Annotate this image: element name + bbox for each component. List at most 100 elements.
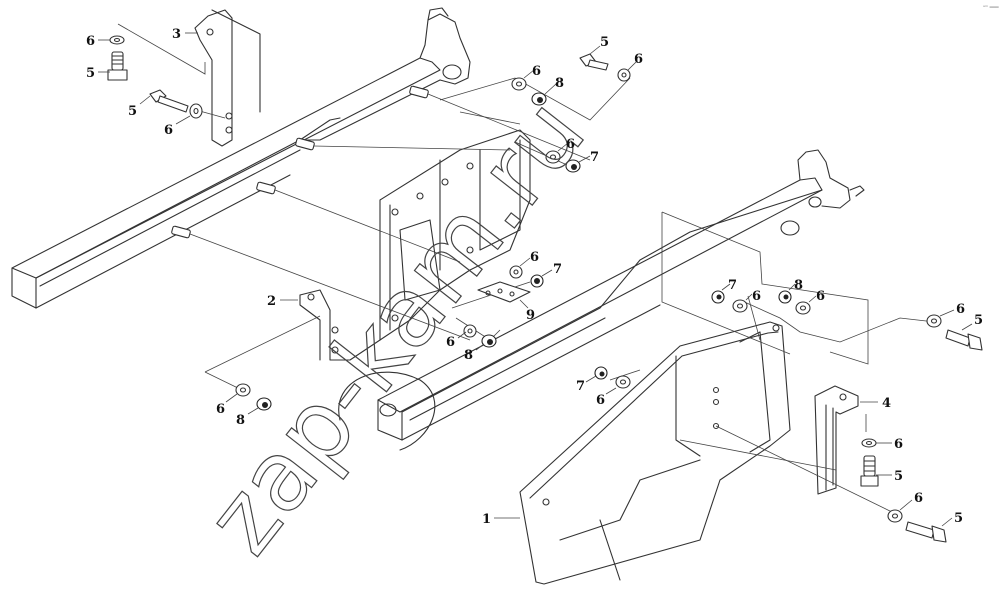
svg-text:5: 5: [600, 35, 609, 50]
washer: [615, 375, 631, 389]
bolt: [149, 89, 167, 103]
svg-text:5: 5: [974, 313, 983, 328]
bracket-4: [814, 385, 859, 495]
svg-text:6: 6: [634, 52, 643, 67]
clip-9: [477, 281, 531, 303]
svg-text:2: 2: [267, 294, 276, 309]
callout: 6: [808, 289, 825, 304]
svg-text:7: 7: [553, 262, 562, 277]
svg-text:1: 1: [482, 512, 491, 527]
callout: 6: [519, 250, 539, 267]
washer: [861, 438, 877, 448]
washer: [926, 314, 942, 328]
svg-text:6: 6: [446, 335, 455, 350]
callout: 7: [541, 262, 562, 277]
bolt: [111, 51, 124, 71]
washer: [732, 299, 748, 313]
svg-text:8: 8: [555, 76, 564, 91]
stud: [256, 181, 461, 263]
callout: 2: [267, 294, 298, 309]
svg-text:5: 5: [954, 511, 963, 526]
svg-text:8: 8: [236, 413, 245, 428]
washer: [511, 77, 527, 91]
svg-text:5: 5: [894, 469, 903, 484]
callout: 6: [899, 491, 923, 511]
callout: 5: [876, 469, 903, 484]
callout: 7: [578, 150, 599, 165]
callout: 6: [745, 289, 761, 304]
stud: [409, 85, 591, 161]
callout: 5: [961, 313, 983, 331]
svg-text:6: 6: [532, 64, 541, 79]
svg-text:6: 6: [216, 402, 225, 417]
washer: [795, 301, 811, 315]
svg-text:6: 6: [752, 289, 761, 304]
svg-text:3: 3: [172, 27, 181, 42]
bracket-plate-2: [299, 129, 531, 361]
callout: 7: [576, 375, 597, 394]
svg-text:7: 7: [728, 278, 737, 293]
hardware: [107, 35, 983, 543]
frame-rail-right: [338, 149, 865, 451]
svg-text:6: 6: [596, 393, 605, 408]
callout: 8: [464, 343, 485, 363]
washer: [235, 383, 251, 397]
svg-text:6: 6: [566, 137, 575, 152]
bolt: [945, 329, 971, 347]
washer: [109, 35, 125, 45]
svg-text:6: 6: [164, 123, 173, 138]
stud: [295, 137, 511, 151]
svg-text:6: 6: [956, 302, 965, 317]
svg-text:6: 6: [530, 250, 539, 265]
stud: [171, 225, 471, 341]
svg-text:5: 5: [86, 66, 95, 81]
washer: [463, 324, 477, 338]
callout: 8: [236, 407, 259, 428]
washer: [545, 150, 561, 164]
callout: 6: [876, 437, 903, 452]
washer: [189, 103, 203, 119]
callout: 6: [939, 302, 965, 317]
callout: 6: [446, 331, 467, 350]
svg-text:6: 6: [894, 437, 903, 452]
callout: 5: [128, 95, 151, 119]
callout: 4: [860, 396, 891, 411]
svg-text:6: 6: [914, 491, 923, 506]
svg-text:4: 4: [882, 396, 891, 411]
callout: 6: [596, 387, 617, 408]
corner-mark: ᵃᵐ ═══: [983, 5, 1000, 11]
callout: 6: [164, 115, 191, 138]
bolt: [905, 521, 935, 539]
callout: 1: [482, 512, 520, 527]
callout: 6: [557, 137, 575, 152]
svg-text:8: 8: [794, 278, 803, 293]
callout: 8: [544, 76, 564, 95]
washer: [617, 68, 631, 82]
svg-text:6: 6: [816, 289, 825, 304]
callout: 6: [523, 64, 541, 79]
callout: 3: [172, 27, 198, 42]
svg-text:7: 7: [576, 379, 585, 394]
svg-text:8: 8: [464, 348, 473, 363]
svg-text:6: 6: [86, 34, 95, 49]
callout: 8: [788, 278, 803, 293]
callout: 7: [721, 278, 737, 293]
washer: [887, 509, 903, 523]
callout: 5: [589, 35, 609, 55]
callout: 9: [519, 299, 535, 323]
svg-text:9: 9: [526, 308, 535, 323]
callout: 5: [941, 511, 963, 527]
callout: 6: [86, 34, 110, 49]
callout: 5: [86, 66, 110, 81]
frame-rail-left: [11, 7, 471, 309]
washer: [509, 265, 523, 279]
bracket-outline-right: [661, 211, 869, 365]
callout-labels: 6 5 3 5 6 5 6 6 8 6 7 6 7 9 6 8 2 6 8 7 …: [86, 27, 983, 527]
callout: 6: [216, 393, 238, 417]
panel-1: [519, 321, 791, 585]
svg-text:7: 7: [590, 150, 599, 165]
svg-text:5: 5: [128, 104, 137, 119]
callout: 6: [627, 52, 643, 71]
studs: [171, 85, 591, 341]
